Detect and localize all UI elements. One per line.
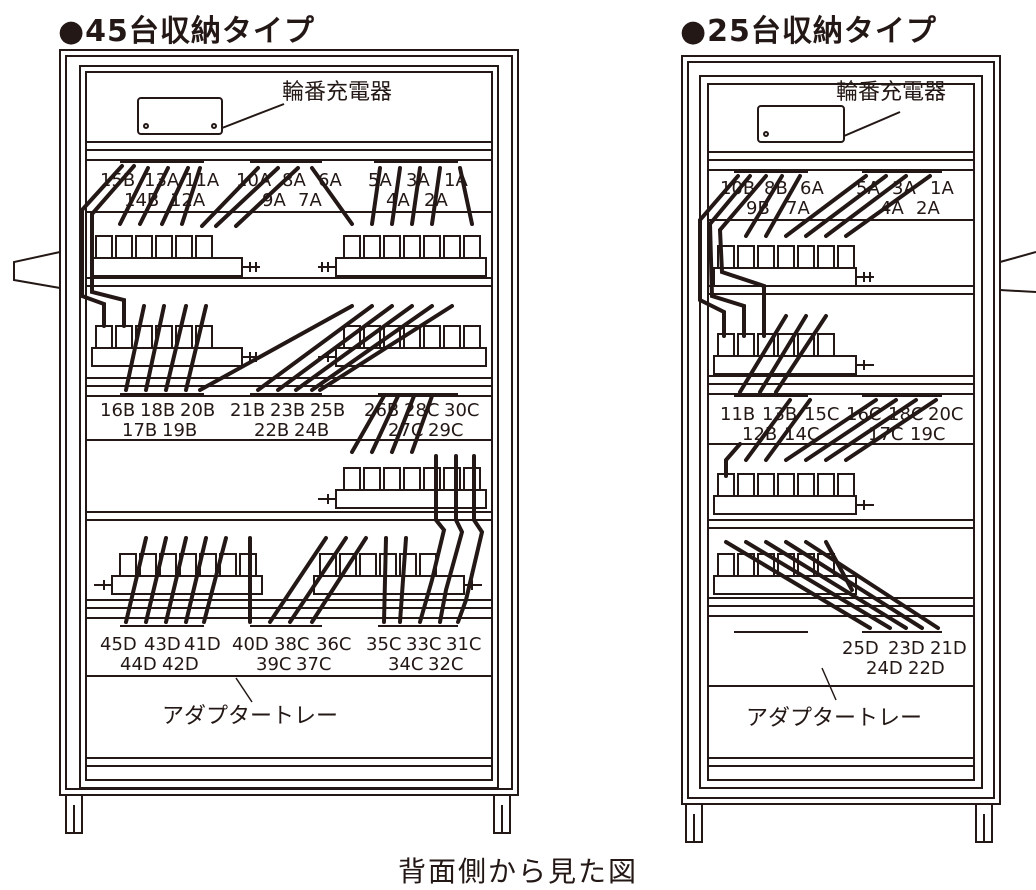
slot-label: 33C: [406, 634, 442, 655]
tray-label-45: アダプタートレー: [162, 704, 339, 729]
slot-label: 10A: [236, 170, 272, 191]
slot-label: 5A: [368, 170, 392, 191]
slot-label: 26B: [364, 400, 400, 421]
slot-label: 44D: [120, 654, 157, 675]
charger-box-45: [137, 97, 223, 135]
slot-label: 6A: [318, 170, 342, 191]
slot-label: 13A: [144, 170, 180, 191]
slot-label: 28C: [404, 400, 440, 421]
slot-label: 19C: [910, 424, 946, 445]
slot-label: 3A: [406, 170, 430, 191]
slot-label: 42D: [162, 654, 199, 675]
slot-label: 17C: [868, 424, 904, 445]
slot-label: 12A: [170, 190, 206, 211]
slot-label: 24D: [866, 658, 903, 679]
charger-label-45: 輪番充電器: [282, 80, 393, 105]
title-25-type: ●25台収納タイプ: [680, 14, 937, 49]
slot-label: 10B: [720, 178, 756, 199]
slot-label: 4A: [386, 190, 410, 211]
slot-label: 15C: [804, 404, 840, 425]
slot-label: 5A: [856, 178, 880, 199]
slot-label: 21D: [930, 638, 967, 659]
slot-label: 7A: [786, 198, 810, 219]
slot-label: 8B: [764, 178, 788, 199]
slot-label: 2A: [424, 190, 448, 211]
slot-label: 18C: [888, 404, 924, 425]
slot-label: 8A: [282, 170, 306, 191]
slot-label: 22B: [254, 420, 290, 441]
slot-label: 6A: [800, 178, 824, 199]
slot-label: 11B: [720, 404, 756, 425]
slot-label: 27C: [388, 420, 424, 441]
slot-label: 37C: [296, 654, 332, 675]
slot-label: 12B: [742, 424, 778, 445]
slot-label: 35C: [366, 634, 402, 655]
slot-label: 1A: [444, 170, 468, 191]
slot-label: 38C: [274, 634, 310, 655]
slot-label: 4A: [880, 198, 904, 219]
slot-label: 45D: [100, 634, 137, 655]
caption: 背面側から見た図: [397, 855, 638, 888]
slot-label: 11A: [184, 170, 220, 191]
slot-label: 34C: [388, 654, 424, 675]
slot-label: 21B: [230, 400, 266, 421]
slot-label: 43D: [144, 634, 181, 655]
slot-label: 24B: [294, 420, 330, 441]
slot-label: 14C: [784, 424, 820, 445]
slot-label: 25B: [310, 400, 346, 421]
tray-label-25: アダプタートレー: [746, 706, 923, 731]
slot-label: 31C: [446, 634, 482, 655]
slot-label: 3A: [892, 178, 916, 199]
slot-label: 36C: [316, 634, 352, 655]
slot-label: 30C: [444, 400, 480, 421]
slot-label: 39C: [256, 654, 292, 675]
slot-label: 2A: [916, 198, 940, 219]
slot-label: 16C: [846, 404, 882, 425]
slot-label: 18B: [140, 400, 176, 421]
slot-label: 17B: [122, 420, 158, 441]
slot-label: 16B: [100, 400, 136, 421]
slot-label: 23D: [888, 638, 925, 659]
title-45-type: ●45台収納タイプ: [58, 14, 315, 49]
slot-label: 19B: [162, 420, 198, 441]
slot-label: 41D: [184, 634, 221, 655]
slot-label: 9B: [746, 198, 770, 219]
cabinet-45-frame: [13, 49, 519, 834]
slot-label: 7A: [298, 190, 322, 211]
slot-label: 20C: [928, 404, 964, 425]
charger-label-25: 輪番充電器: [836, 80, 947, 105]
slot-label: 25D: [842, 638, 879, 659]
slot-label: 14B: [124, 190, 160, 211]
slot-label: 1A: [930, 178, 954, 199]
slot-label: 15B: [100, 170, 136, 191]
charger-box-25: [757, 105, 845, 143]
slot-label: 9A: [262, 190, 286, 211]
slot-label: 23B: [270, 400, 306, 421]
slot-label: 22D: [908, 658, 945, 679]
slot-label: 20B: [180, 400, 216, 421]
slot-label: 29C: [428, 420, 464, 441]
slot-label: 13B: [762, 404, 798, 425]
slot-label: 40D: [232, 634, 269, 655]
slot-label: 32C: [428, 654, 464, 675]
